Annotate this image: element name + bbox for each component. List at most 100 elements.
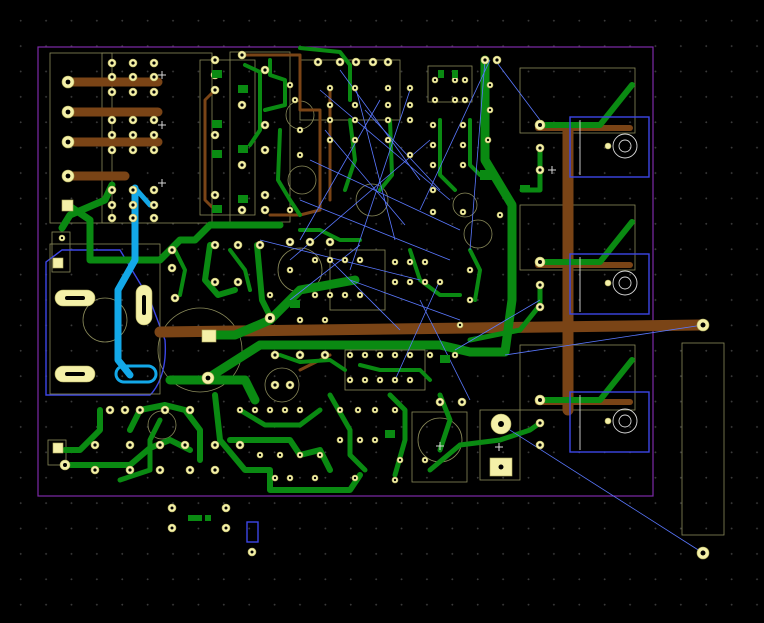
pad-hole xyxy=(273,383,277,387)
pad-hole xyxy=(93,443,97,447)
pad-hole xyxy=(110,216,114,220)
pad-hole xyxy=(371,60,375,64)
pad-hole xyxy=(288,268,292,272)
transformer-pads[interactable] xyxy=(54,284,158,384)
smd-pads[interactable] xyxy=(188,70,530,543)
pad-hole xyxy=(431,210,435,214)
pad-hole xyxy=(318,453,322,457)
pad-hole xyxy=(110,203,114,207)
pad-hole xyxy=(152,90,156,94)
pad-hole xyxy=(108,408,112,412)
pad-hole xyxy=(240,103,244,107)
pad-hole xyxy=(65,139,71,145)
pad-hole xyxy=(152,75,156,79)
pad-hole xyxy=(348,353,352,357)
pad-hole xyxy=(353,86,357,90)
pad-hole xyxy=(313,476,317,480)
pad-hole xyxy=(288,240,292,244)
through-hole-pads[interactable] xyxy=(58,50,546,484)
pad-hole xyxy=(431,123,435,127)
pad-hole xyxy=(258,453,262,457)
pad-hole xyxy=(538,421,542,425)
pad-hole xyxy=(358,258,362,262)
pad-hole xyxy=(313,293,317,297)
pad-hole xyxy=(278,453,282,457)
pad-hole xyxy=(110,188,114,192)
pad-hole xyxy=(213,193,217,197)
pad-hole xyxy=(453,78,457,82)
pad-hole xyxy=(393,478,397,482)
pad-hole xyxy=(213,133,217,137)
pad-hole xyxy=(538,168,542,172)
pad-hole xyxy=(386,86,390,90)
pad-hole xyxy=(205,375,211,381)
pad-hole xyxy=(158,443,162,447)
pad-hole xyxy=(393,408,397,412)
pad-hole xyxy=(63,463,67,467)
external-resistor[interactable] xyxy=(696,318,710,560)
pad-hole xyxy=(188,408,192,412)
pad-hole xyxy=(408,260,412,264)
pad-hole xyxy=(298,153,302,157)
pad-hole xyxy=(131,203,135,207)
pad-hole xyxy=(188,468,192,472)
pad-hole xyxy=(460,400,464,404)
pad-hole xyxy=(463,98,467,102)
q3-to220[interactable] xyxy=(569,391,650,453)
pad-hole xyxy=(238,443,242,447)
pad-hole xyxy=(433,78,437,82)
pad-hole xyxy=(240,163,244,167)
pad-hole xyxy=(338,60,342,64)
pad-hole xyxy=(110,61,114,65)
pad-hole xyxy=(138,408,142,412)
pad-hole xyxy=(358,438,362,442)
pad-hole xyxy=(110,118,114,122)
pad-hole xyxy=(408,103,412,107)
pad-hole xyxy=(238,408,242,412)
pad-hole xyxy=(131,133,135,137)
pad-hole xyxy=(483,58,487,62)
pad-hole xyxy=(468,298,472,302)
pad-hole xyxy=(263,68,267,72)
pad-hole xyxy=(458,323,462,327)
pad-hole xyxy=(213,443,217,447)
pad-hole xyxy=(393,280,397,284)
pad-hole xyxy=(152,133,156,137)
pad-hole xyxy=(298,128,302,132)
pad-hole xyxy=(488,83,492,87)
square-pads[interactable] xyxy=(52,199,513,477)
pad-hole xyxy=(428,353,432,357)
q1-to220[interactable] xyxy=(569,116,650,178)
pad-hole xyxy=(386,103,390,107)
q2-to220[interactable] xyxy=(569,253,650,315)
pad-hole xyxy=(263,148,267,152)
pad-hole xyxy=(343,293,347,297)
pad-hole xyxy=(313,258,317,262)
pad-hole xyxy=(431,188,435,192)
pad-hole xyxy=(128,443,132,447)
pad-hole xyxy=(488,108,492,112)
pad-hole xyxy=(316,60,320,64)
pad-hole xyxy=(363,353,367,357)
pad-hole xyxy=(131,118,135,122)
pad-hole xyxy=(131,75,135,79)
pad-hole xyxy=(236,243,240,247)
loose-parts[interactable] xyxy=(167,503,257,557)
pad-hole xyxy=(486,138,490,142)
pad-hole xyxy=(348,378,352,382)
pad-hole xyxy=(273,476,277,480)
pad-hole xyxy=(373,408,377,412)
pad-hole xyxy=(236,280,240,284)
pad-hole xyxy=(65,79,71,85)
pad-hole xyxy=(423,260,427,264)
pad-hole xyxy=(386,118,390,122)
pad-hole xyxy=(408,353,412,357)
pad-hole xyxy=(170,248,174,252)
pad-hole xyxy=(288,476,292,480)
pad-hole xyxy=(354,60,358,64)
pad-hole xyxy=(538,260,542,264)
pad-hole xyxy=(438,280,442,284)
pad-hole xyxy=(393,260,397,264)
